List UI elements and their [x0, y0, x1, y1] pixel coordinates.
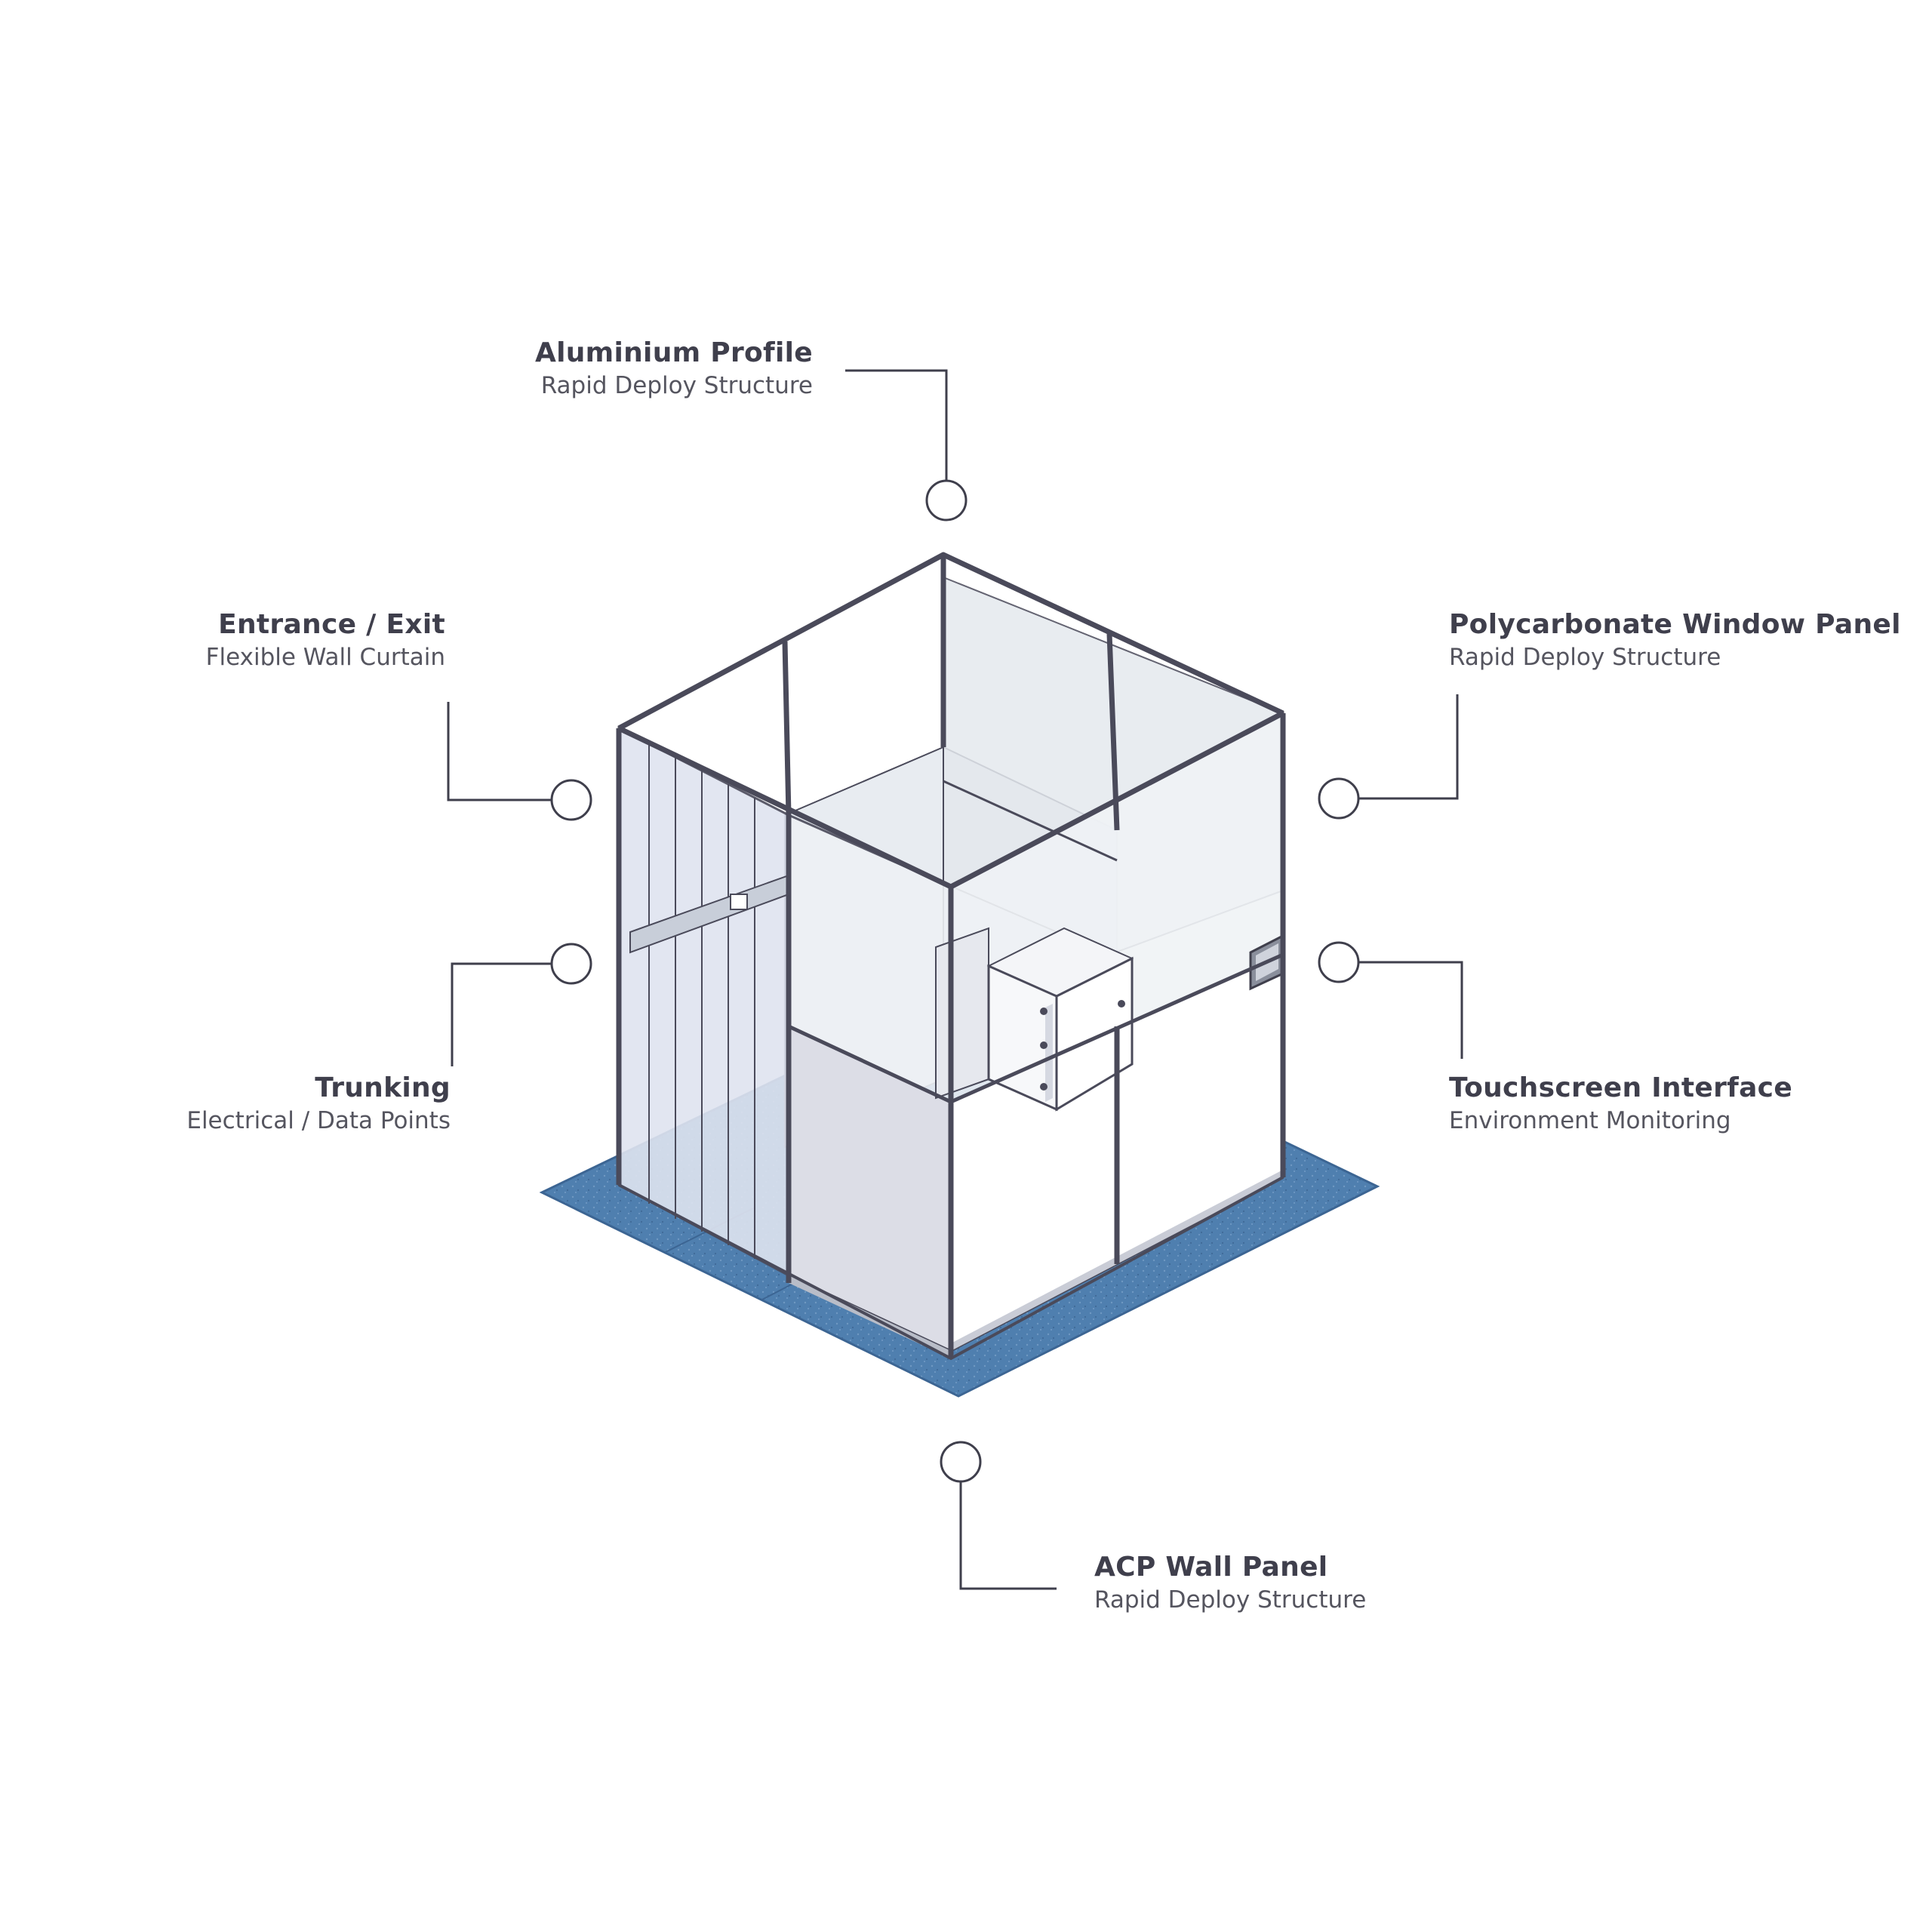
- callout-title: Touchscreen Interface: [1449, 1072, 1793, 1103]
- callout-title: Trunking: [315, 1072, 451, 1103]
- callout-subtitle: Rapid Deploy Structure: [1094, 1586, 1367, 1614]
- callout-polycarbonate-window-panel: Polycarbonate Window Panel Rapid Deploy …: [1449, 608, 1902, 673]
- front-left-wall: [787, 813, 952, 1358]
- callout-trunking: Trunking Electrical / Data Points: [136, 1072, 451, 1137]
- entrance-curtain: [617, 726, 790, 1278]
- leader-trunking: [451, 962, 552, 1066]
- aluminium-frame: [616, 552, 1286, 1360]
- callout-aluminium-profile: Aluminium Profile Rapid Deploy Structure: [468, 337, 813, 401]
- callout-subtitle: Electrical / Data Points: [186, 1107, 451, 1134]
- marker-acp: [940, 1441, 982, 1483]
- marker-entrance: [550, 779, 592, 821]
- leader-acp: [959, 1481, 1057, 1590]
- callout-acp-wall-panel: ACP Wall Panel Rapid Deploy Structure: [1094, 1551, 1547, 1616]
- callout-title: ACP Wall Panel: [1094, 1552, 1328, 1583]
- leader-touchscreen: [1358, 961, 1463, 1059]
- leader-aluminium: [845, 369, 948, 481]
- callout-touchscreen-interface: Touchscreen Interface Environment Monito…: [1449, 1072, 1902, 1137]
- callout-entrance-exit: Entrance / Exit Flexible Wall Curtain: [151, 608, 445, 673]
- callout-subtitle: Rapid Deploy Structure: [540, 372, 813, 399]
- pass-through-box: [935, 927, 1134, 1112]
- callout-subtitle: Flexible Wall Curtain: [205, 644, 445, 671]
- leader-polycarbonate: [1358, 694, 1459, 800]
- callout-title: Polycarbonate Window Panel: [1449, 609, 1901, 640]
- marker-polycarbonate: [1318, 777, 1360, 820]
- callout-subtitle: Environment Monitoring: [1449, 1107, 1731, 1134]
- marker-touchscreen: [1318, 941, 1360, 983]
- callout-title: Aluminium Profile: [534, 337, 813, 368]
- leader-lines: [447, 369, 1463, 1590]
- leader-entrance: [447, 702, 551, 801]
- marker-aluminium: [925, 479, 968, 521]
- callout-title: Entrance / Exit: [218, 609, 445, 640]
- callout-subtitle: Rapid Deploy Structure: [1449, 644, 1721, 671]
- marker-trunking: [550, 943, 592, 985]
